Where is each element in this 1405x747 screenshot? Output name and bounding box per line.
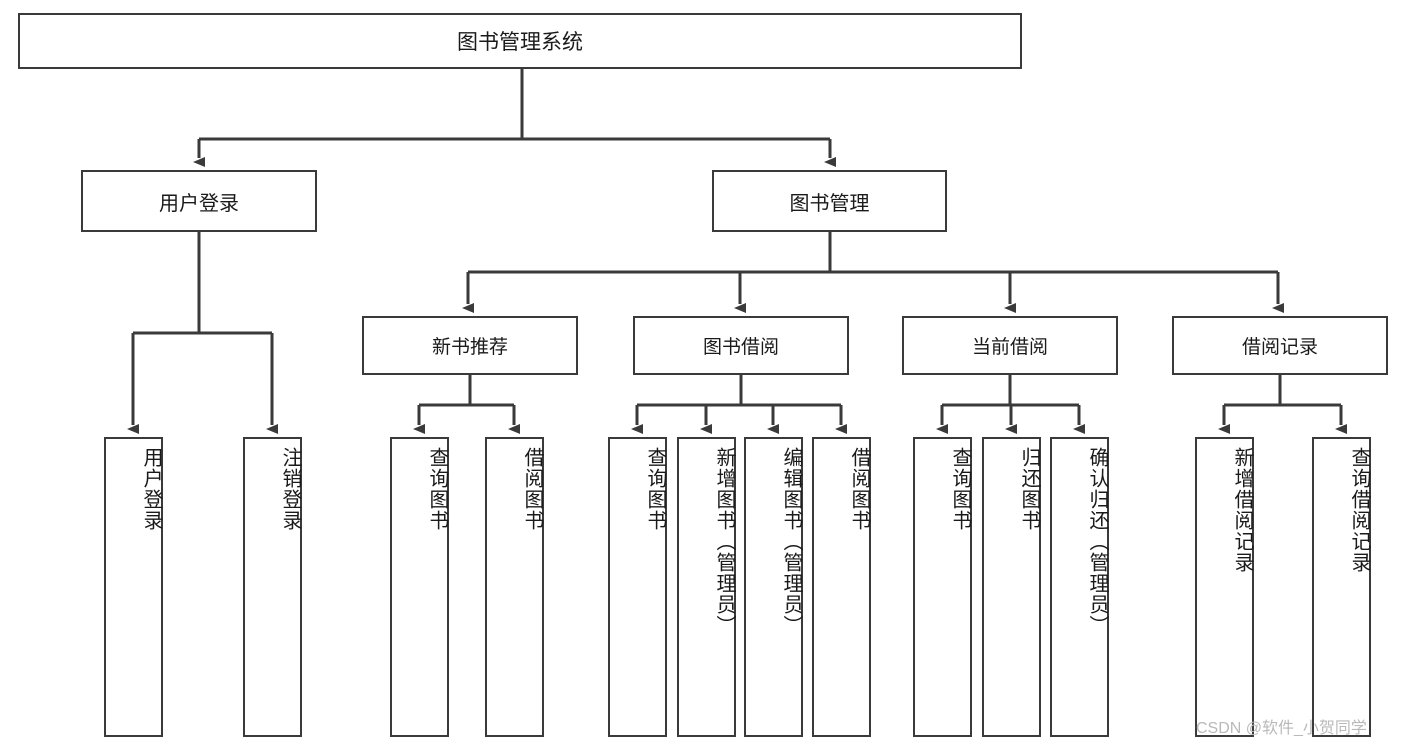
node-leaf-add-record-label: 新增借阅记录: [1231, 447, 1253, 573]
node-leaf-add-book[interactable]: 新增图书（管理员）: [677, 437, 736, 737]
node-leaf-query-book-3[interactable]: 查询图书: [913, 437, 972, 737]
node-leaf-confirm-return-label: 确认归还（管理员）: [1086, 447, 1108, 636]
node-borrow-record-label: 借阅记录: [1241, 337, 1318, 358]
node-leaf-query-book-2[interactable]: 查询图书: [608, 437, 667, 737]
node-leaf-query-record-label: 查询借阅记录: [1348, 447, 1370, 573]
node-leaf-add-book-label: 新增图书（管理员）: [713, 447, 735, 636]
node-user-login-label: 用户登录: [159, 192, 239, 215]
node-leaf-query-book-2-label: 查询图书: [644, 447, 666, 531]
node-leaf-return-book[interactable]: 归还图书: [982, 437, 1041, 737]
node-leaf-query-book-1-label: 查询图书: [426, 447, 448, 531]
node-root[interactable]: 图书管理系统: [18, 13, 1022, 69]
node-leaf-logout-label: 注销登录: [279, 447, 301, 531]
node-book-manage-label: 图书管理: [789, 192, 870, 215]
node-book-borrow[interactable]: 图书借阅: [633, 316, 849, 375]
node-leaf-query-book-1[interactable]: 查询图书: [390, 437, 449, 737]
node-borrow-record[interactable]: 借阅记录: [1172, 316, 1388, 375]
node-leaf-logout[interactable]: 注销登录: [243, 437, 302, 737]
node-leaf-edit-book-label: 编辑图书（管理员）: [780, 447, 802, 636]
node-leaf-edit-book[interactable]: 编辑图书（管理员）: [744, 437, 803, 737]
node-new-book-recommend-label: 新书推荐: [431, 337, 508, 358]
node-user-login[interactable]: 用户登录: [81, 170, 317, 232]
node-current-borrow-label: 当前借阅: [971, 337, 1048, 358]
node-book-borrow-label: 图书借阅: [702, 337, 779, 358]
node-root-label: 图书管理系统: [457, 31, 583, 54]
node-new-book-recommend[interactable]: 新书推荐: [362, 316, 578, 375]
node-leaf-user-login-label: 用户登录: [140, 447, 162, 531]
node-current-borrow[interactable]: 当前借阅: [902, 316, 1118, 375]
node-leaf-borrow-book-1[interactable]: 借阅图书: [485, 437, 544, 737]
node-leaf-add-record[interactable]: 新增借阅记录: [1195, 437, 1254, 737]
node-leaf-return-book-label: 归还图书: [1018, 447, 1040, 531]
node-leaf-user-login[interactable]: 用户登录: [104, 437, 163, 737]
node-leaf-borrow-book-1-label: 借阅图书: [521, 447, 543, 531]
node-leaf-query-record[interactable]: 查询借阅记录: [1312, 437, 1371, 737]
node-leaf-query-book-3-label: 查询图书: [949, 447, 971, 531]
node-book-manage[interactable]: 图书管理: [712, 170, 947, 232]
node-leaf-borrow-book-2[interactable]: 借阅图书: [812, 437, 871, 737]
node-leaf-borrow-book-2-label: 借阅图书: [848, 447, 870, 531]
node-leaf-confirm-return[interactable]: 确认归还（管理员）: [1050, 437, 1109, 737]
